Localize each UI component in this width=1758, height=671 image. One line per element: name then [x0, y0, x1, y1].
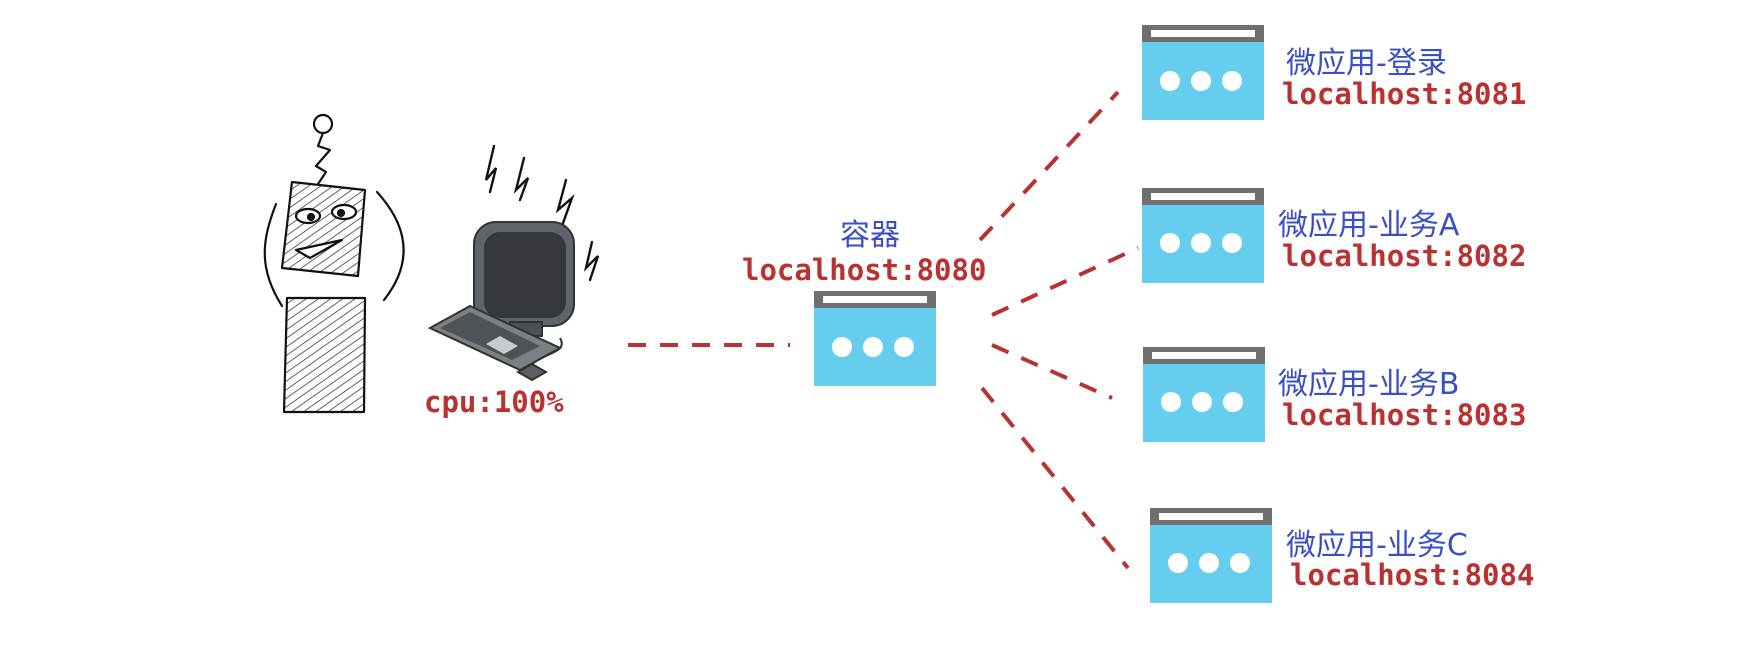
cpu-usage-label: cpu:100% [424, 385, 564, 419]
stressed-person-icon [263, 113, 405, 414]
container-window-icon [814, 291, 936, 386]
app-window-icon [1142, 25, 1264, 120]
container-address: localhost:8080 [742, 253, 987, 287]
connector-app-login [978, 90, 1120, 242]
connector-app-c [980, 386, 1130, 570]
app-title-login: 微应用-登录 [1286, 46, 1447, 81]
app-title-business-c: 微应用-业务C [1286, 528, 1468, 563]
app-window-icon [1143, 347, 1265, 442]
shake-marks-icon [484, 144, 600, 282]
connector-app-a [991, 246, 1139, 317]
connector-app-b [991, 343, 1113, 400]
app-window-icon [1150, 508, 1272, 603]
app-address-business-a: localhost:8082 [1282, 239, 1527, 273]
app-address-login: localhost:8081 [1282, 77, 1527, 111]
app-window-icon [1142, 188, 1264, 283]
app-title-business-a: 微应用-业务A [1278, 208, 1460, 243]
app-address-business-c: localhost:8084 [1290, 558, 1535, 592]
computer-icon [427, 221, 575, 382]
app-title-business-b: 微应用-业务B [1278, 367, 1460, 402]
connector-lines [628, 90, 1139, 570]
app-address-business-b: localhost:8083 [1282, 398, 1527, 432]
container-title: 容器 [840, 218, 900, 253]
